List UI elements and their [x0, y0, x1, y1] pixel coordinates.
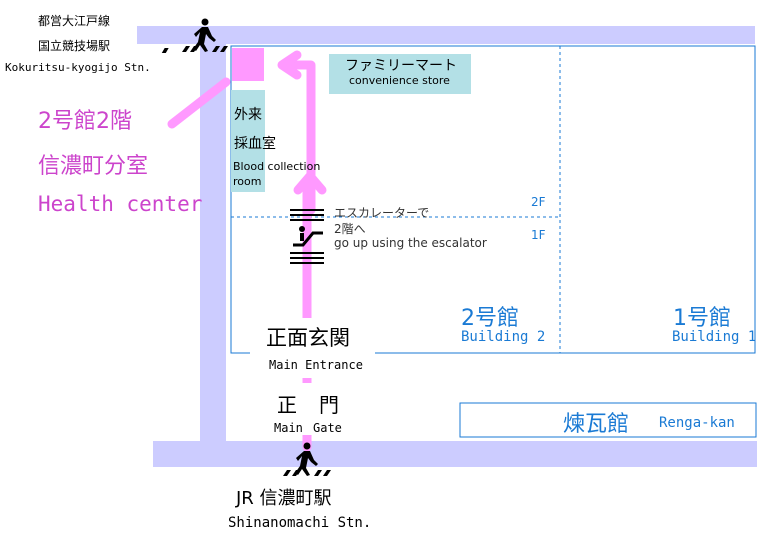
destination-floor: 2号館2階 — [38, 109, 132, 134]
entrance-label-bg — [250, 318, 375, 378]
building-1-jp: 1号館 — [673, 306, 731, 331]
renga-kan-en: Renga-kan — [659, 415, 735, 431]
main-entrance-en: Main Entrance — [269, 358, 363, 372]
blood-room-en2: room — [233, 175, 262, 188]
main-entrance-jp: 正面玄関 — [266, 326, 350, 350]
destination-marker — [232, 48, 264, 81]
gate-label-bg — [262, 383, 358, 435]
familymart-room — [329, 54, 471, 94]
building-2-jp: 2号館 — [461, 306, 519, 331]
destination-name: 信濃町分室 — [38, 154, 149, 179]
kokuritsu-station-en: Kokuritsu-kyogijo Stn. — [5, 61, 151, 74]
renga-kan-outline — [459, 402, 757, 438]
blood-collection-room — [231, 90, 265, 192]
escalator-jp2: 2階へ — [334, 222, 366, 236]
building-2-en: Building 2 — [461, 329, 546, 345]
pedestrian-crossing-icon — [283, 442, 331, 476]
escalator-en: go up using the escalator — [334, 236, 487, 250]
escalator-icon — [290, 209, 324, 264]
renga-kan-jp: 煉瓦館 — [563, 412, 630, 437]
blood-room-jp2: 採血室 — [234, 136, 276, 152]
floor-1f-label: 1F — [531, 228, 546, 242]
destination-en: Health center — [38, 192, 203, 216]
shinanomachi-station-jp: JR 信濃町駅 — [236, 488, 332, 509]
road-top — [137, 26, 755, 44]
familymart-en: convenience store — [349, 74, 450, 87]
escalator-jp1: エスカレーターで — [334, 206, 430, 220]
shinanomachi-station-en: Shinanomachi Stn. — [228, 515, 372, 531]
kokuritsu-line-label: 都営大江戸線 — [38, 14, 111, 28]
blood-room-en1: Blood collection — [233, 160, 321, 173]
building-outline — [230, 45, 756, 354]
main-gate-en2: Gate — [313, 421, 342, 435]
main-gate-jp1: 正 — [277, 393, 297, 417]
building-1-en: Building 1 — [672, 329, 757, 345]
main-gate-jp2: 門 — [319, 393, 339, 417]
floor-2f-label: 2F — [531, 195, 546, 209]
main-gate-en1: Main — [274, 421, 303, 435]
road-bottom — [153, 441, 757, 467]
blood-room-jp1: 外来 — [234, 107, 262, 123]
kokuritsu-station-label: 国立競技場駅 — [38, 39, 111, 53]
pedestrian-crossing-icon — [161, 18, 228, 53]
familymart-jp: ファミリーマート — [345, 58, 457, 74]
